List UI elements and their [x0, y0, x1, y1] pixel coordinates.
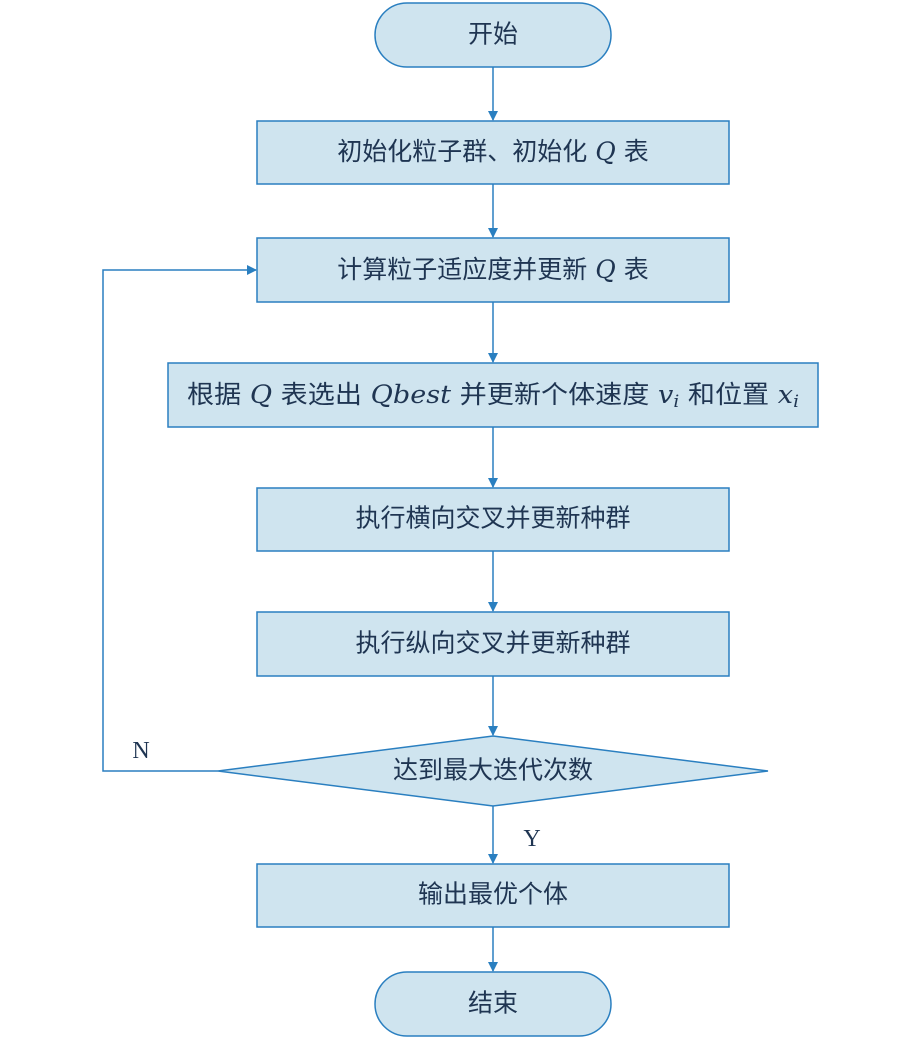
start-label: 开始	[468, 20, 518, 49]
end-terminal	[374, 971, 612, 1037]
fitness-label: 计算粒子适应度并更新 Q 表	[337, 255, 648, 284]
yes-branch-label: Y	[523, 826, 540, 852]
init-box	[256, 120, 730, 185]
no-branch-label: N	[132, 738, 149, 764]
vertical-crossover-label: 执行纵向交叉并更新种群	[355, 629, 630, 658]
output-label: 输出最优个体	[418, 880, 568, 909]
select-label: 根据 Q 表选出 Qbest 并更新个体速度 vi 和位置 xi	[187, 380, 799, 412]
select-box	[167, 362, 819, 428]
loop-back-arrow	[102, 265, 257, 772]
vertical-crossover-box	[256, 611, 730, 677]
horizontal-crossover-box	[256, 487, 730, 552]
end-label: 结束	[468, 989, 518, 1018]
output-box	[256, 863, 730, 928]
init-label: 初始化粒子群、初始化 Q 表	[337, 137, 648, 166]
decision-label: 达到最大迭代次数	[393, 756, 593, 785]
horizontal-crossover-label: 执行横向交叉并更新种群	[355, 504, 630, 533]
